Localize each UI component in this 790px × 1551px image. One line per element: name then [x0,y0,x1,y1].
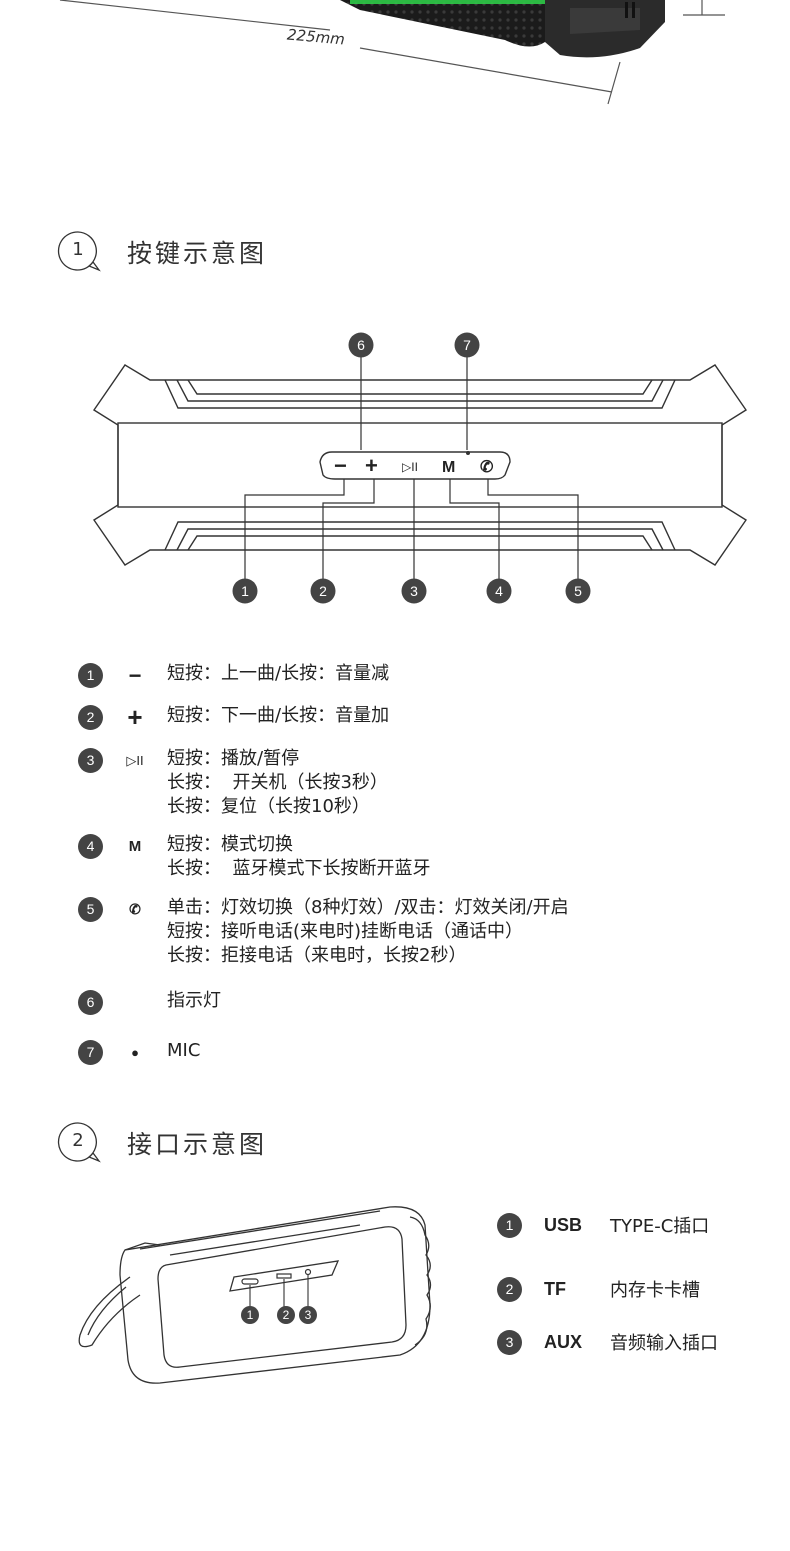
port-name: TF [544,1278,566,1299]
description-line: 单击：灯效切换（8种灯效）/双击：灯效关闭/开启 [167,897,569,918]
section2-number: 2 [72,1130,84,1151]
port-callout-1: 1 [247,1308,254,1322]
callout-6 [348,332,374,358]
description-line: 长按： 开关机（长按3秒） [167,772,388,793]
row-number-badge: 1 [78,663,103,688]
callout-1-label: 1 [241,583,249,599]
row-number-badge: 2 [78,705,103,730]
button-description: 指示灯 [167,989,221,1013]
callout-3 [401,578,427,604]
section1-number: 1 [72,239,84,260]
button-row-4: 4 M 短按：模式切换 长按： 蓝牙模式下长按断开蓝牙 [78,833,430,881]
play-pause-icon: ▷II [126,752,144,768]
port-description: 内存卡卡槽 [610,1280,700,1301]
port-description: TYPE-C插口 [610,1216,710,1237]
description-line: 短按：模式切换 [167,834,293,855]
row-symbol-empty [103,989,167,1016]
button-row-7: 7 ● MIC [78,1039,200,1066]
port-row-tf: 2 TF 内存卡卡槽 [497,1276,700,1302]
button-description: 短按：下一曲/长按：音量加 [167,704,389,728]
panel-mode-glyph: M [442,459,455,476]
panel-minus-glyph: − [334,453,347,478]
description-line: 指示灯 [167,990,221,1011]
button-description: MIC [167,1039,200,1063]
callout-7 [454,332,480,358]
port-callouts [241,1306,317,1324]
mic-dot-icon: ● [131,1045,139,1060]
description-line: 长按：复位（长按10秒） [167,796,370,817]
port-number-badge: 1 [497,1212,522,1238]
callout-2 [310,578,336,604]
callout-5-label: 5 [574,583,582,599]
button-row-3: 3 ▷II 短按：播放/暂停 长按： 开关机（长按3秒） 长按：复位（长按10秒… [78,747,388,819]
mode-icon: M [128,838,142,855]
port-callout-2: 2 [283,1308,290,1322]
row-number-badge: 6 [78,990,103,1015]
port-row-aux: 3 AUX 音频输入插口 [497,1329,718,1355]
port-number-badge: 2 [497,1276,522,1302]
button-description: 短按：上一曲/长按：音量减 [167,662,389,686]
row-number-badge: 4 [78,834,103,859]
button-row-5: 5 ✆ 单击：灯效切换（8种灯效）/双击：灯效关闭/开启 短按：接听电话(来电时… [78,896,569,968]
button-description: 短按：模式切换 长按： 蓝牙模式下长按断开蓝牙 [167,833,430,881]
callout-6-label: 6 [357,337,365,353]
panel-playpause-glyph: ▷II [402,460,418,474]
description-line: MIC [167,1040,201,1061]
port-diagram: 1 2 3 [78,1206,432,1384]
minus-icon: − [128,662,142,688]
description-line: 长按： 蓝牙模式下长按断开蓝牙 [167,858,431,879]
row-number-badge: 5 [78,897,103,922]
section1-header: 1 按键示意图 [55,230,267,274]
callout-3-label: 3 [410,583,418,599]
phone-icon: ✆ [129,901,141,917]
button-row-6: 6 指示灯 [78,989,221,1016]
callout-5 [565,578,591,604]
description-line: 短按：下一曲/长按：音量加 [167,705,390,726]
speaker-top-image [59,0,725,105]
button-description: 单击：灯效切换（8种灯效）/双击：灯效关闭/开启 短按：接听电话(来电时)挂断电… [167,896,569,968]
description-line: 短按：接听电话(来电时)挂断电话（通话中） [167,921,524,942]
port-row-usb: 1 USB TYPE-C插口 [497,1212,709,1238]
callout-1 [232,578,258,604]
description-line: 短按：播放/暂停 [167,748,300,769]
row-number-badge: 7 [78,1040,103,1065]
port-description: 音频输入插口 [610,1333,718,1354]
section2-header: 2 接口示意图 [55,1121,267,1165]
button-description: 短按：播放/暂停 长按： 开关机（长按3秒） 长按：复位（长按10秒） [167,747,388,819]
plus-icon: + [127,702,143,732]
section2-number-bubble: 2 [55,1121,101,1165]
port-name: AUX [544,1331,583,1352]
callout-2-label: 2 [319,583,327,599]
section1-title: 按键示意图 [127,239,268,268]
callout-4-label: 4 [495,583,503,599]
description-line: 短按：上一曲/长按：音量减 [167,663,390,684]
diagram-callouts [232,332,591,604]
port-callout-3: 3 [305,1308,312,1322]
port-name: USB [544,1214,583,1235]
button-row-1: 1 − 短按：上一曲/长按：音量减 [78,662,389,689]
port-number-badge: 3 [497,1329,522,1355]
button-row-2: 2 + 短按：下一曲/长按：音量加 [78,702,389,732]
panel-plus-glyph: + [365,453,378,478]
section1-number-bubble: 1 [55,230,101,274]
callout-4 [486,578,512,604]
description-line: 长按：拒接电话（来电时，长按2秒） [167,945,467,966]
section2-title: 接口示意图 [127,1130,268,1159]
panel-button-glyphs: − + ▷II M ✆ [334,453,494,478]
row-number-badge: 3 [78,748,103,773]
button-panel-diagram: − + ▷II M ✆ 6 7 1 2 3 4 5 [93,332,747,604]
callout-7-label: 7 [463,337,471,353]
panel-phone-glyph: ✆ [480,459,494,476]
